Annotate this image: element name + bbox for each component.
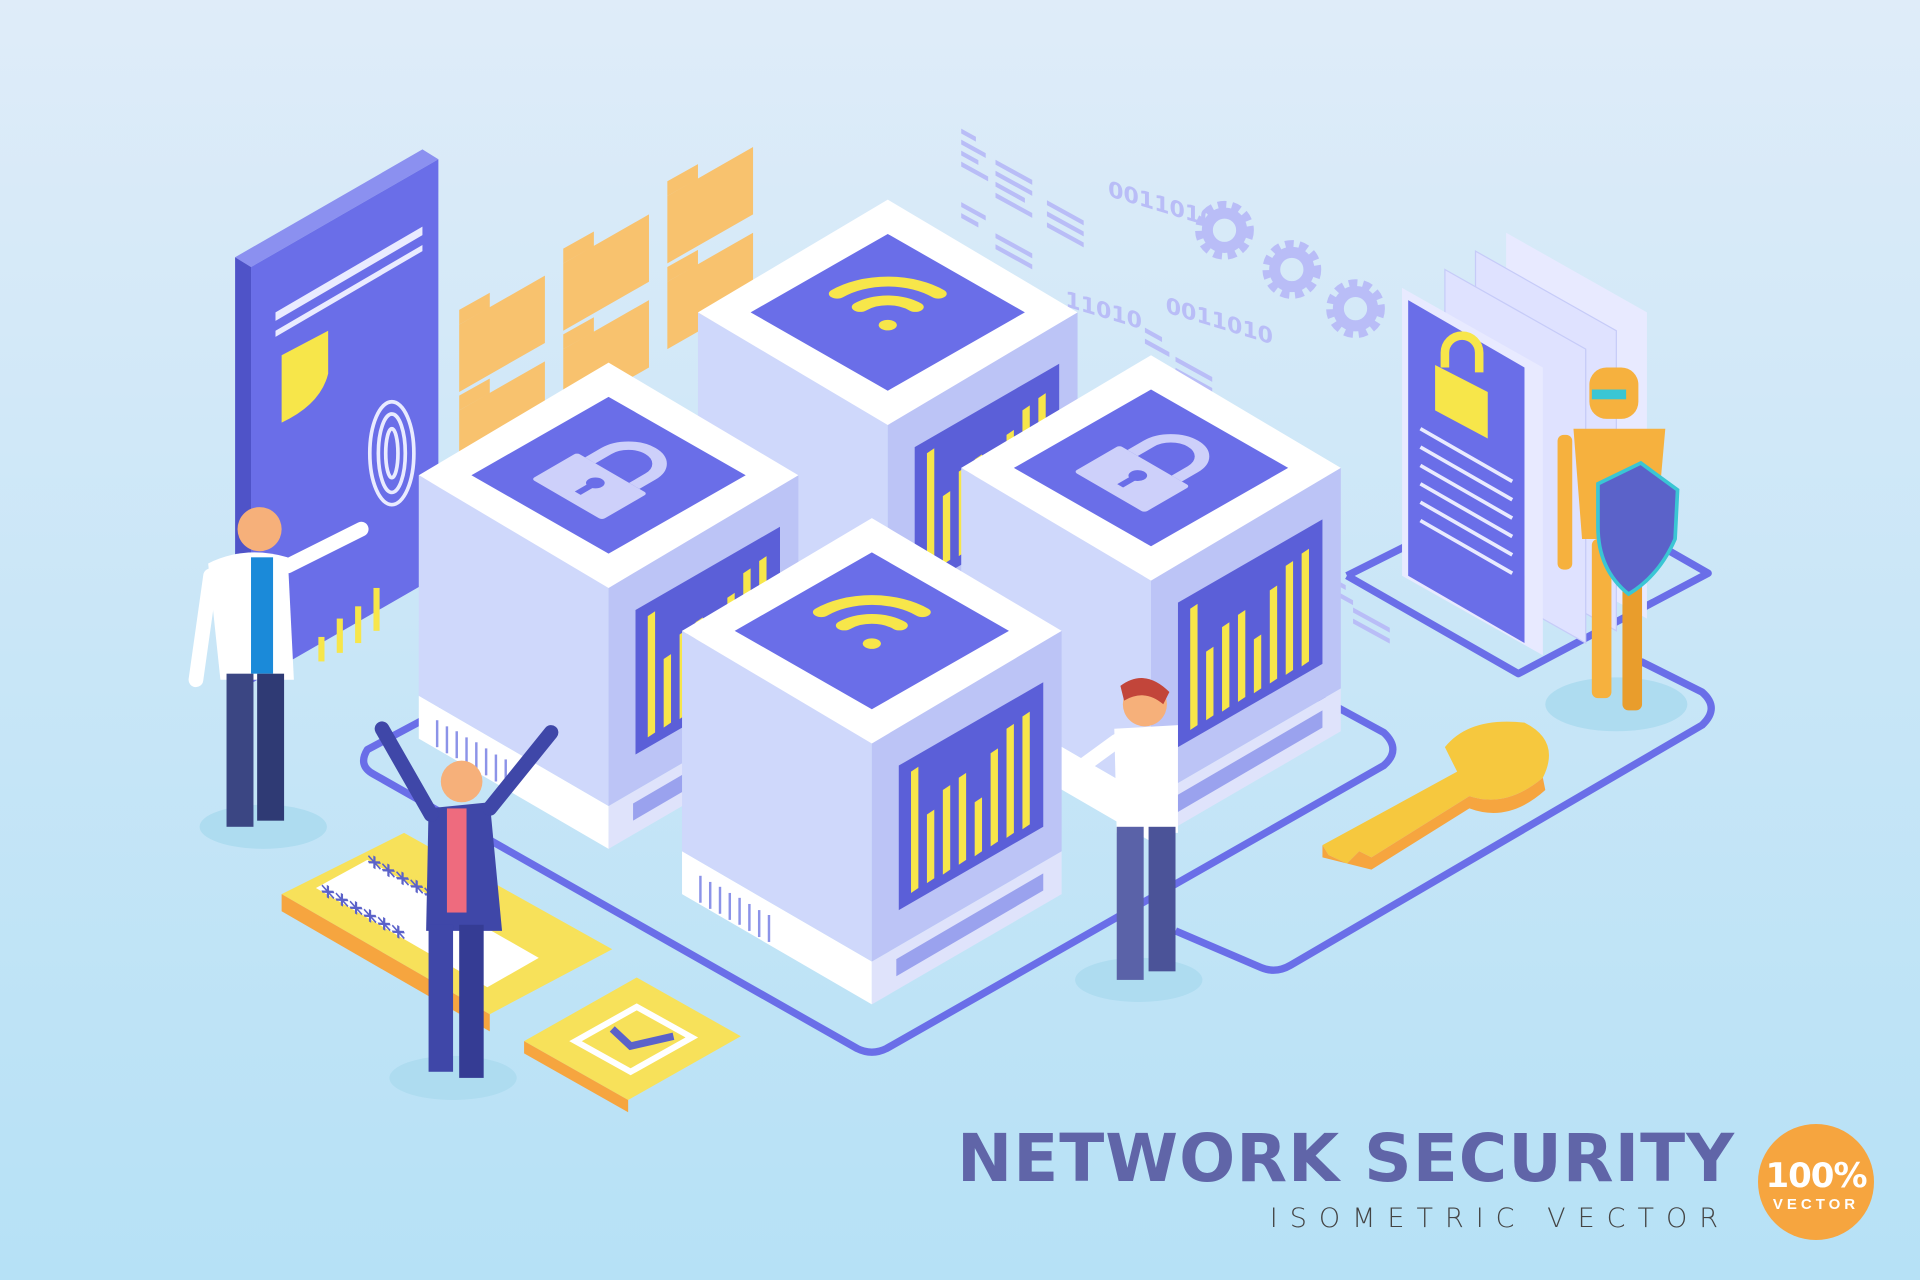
- binary-label: 0011010: [1166, 293, 1273, 351]
- page-subtitle: ISOMETRIC VECTOR: [1269, 1203, 1730, 1234]
- key-icon: [1322, 721, 1549, 870]
- person-engineer: [1064, 678, 1203, 1002]
- gear-icon: [1262, 240, 1322, 299]
- badge-percent: 100%: [1765, 1156, 1867, 1196]
- shield-icon: [281, 330, 329, 423]
- lock-icon: [1435, 331, 1488, 439]
- shield-icon: [1596, 460, 1680, 597]
- person-scientist: [188, 507, 369, 849]
- confirm-card: [524, 977, 741, 1113]
- locked-document-panels: [1402, 232, 1647, 656]
- gear-icon: [1195, 200, 1254, 260]
- checkmark-icon: [569, 1003, 699, 1076]
- gear-icon: [1326, 279, 1385, 339]
- badge-label: VECTOR: [1772, 1196, 1860, 1213]
- vector-badge: 100% VECTOR: [1758, 1124, 1874, 1240]
- fingerprint-icon: [367, 399, 416, 507]
- page-title: NETWORK SECURITY: [956, 1120, 1735, 1197]
- person-cheering: [374, 721, 559, 1100]
- binary-label: 0011010: [1108, 176, 1215, 234]
- security-robot: [1545, 367, 1688, 732]
- security-dashboard-panel: [235, 149, 439, 684]
- circuit-lines: [359, 535, 1715, 1056]
